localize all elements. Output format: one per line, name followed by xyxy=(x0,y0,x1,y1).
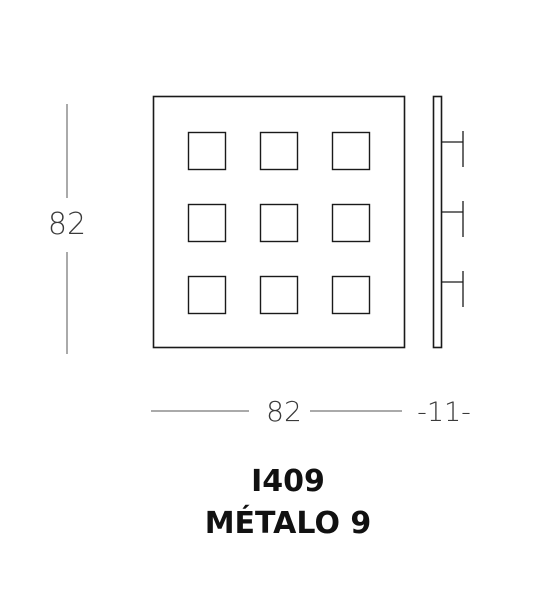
window-cell xyxy=(187,275,227,315)
front-view xyxy=(152,95,406,349)
width-dimension-label: 82 xyxy=(266,395,302,428)
mount-bracket xyxy=(441,201,464,237)
side-panel xyxy=(432,95,443,349)
product-name: MÉTALO 9 xyxy=(205,505,372,541)
height-dimension: 82 xyxy=(48,104,86,354)
width-dimension: 82 xyxy=(151,395,402,428)
product-code: I409 xyxy=(251,464,325,499)
front-panel xyxy=(152,95,406,349)
window-cell xyxy=(187,131,227,171)
window-cell xyxy=(259,203,299,243)
window-cell xyxy=(259,275,299,315)
height-dimension-label: 82 xyxy=(48,207,86,242)
mount-bracket xyxy=(441,131,464,167)
window-cell xyxy=(331,275,371,315)
window-cell xyxy=(331,203,371,243)
window-grid xyxy=(187,131,371,315)
depth-dimension-label: -11- xyxy=(417,397,471,428)
side-view xyxy=(432,95,464,349)
window-cell xyxy=(331,131,371,171)
window-cell xyxy=(259,131,299,171)
window-cell xyxy=(187,203,227,243)
mount-bracket xyxy=(441,271,464,307)
mount-brackets xyxy=(441,131,464,307)
